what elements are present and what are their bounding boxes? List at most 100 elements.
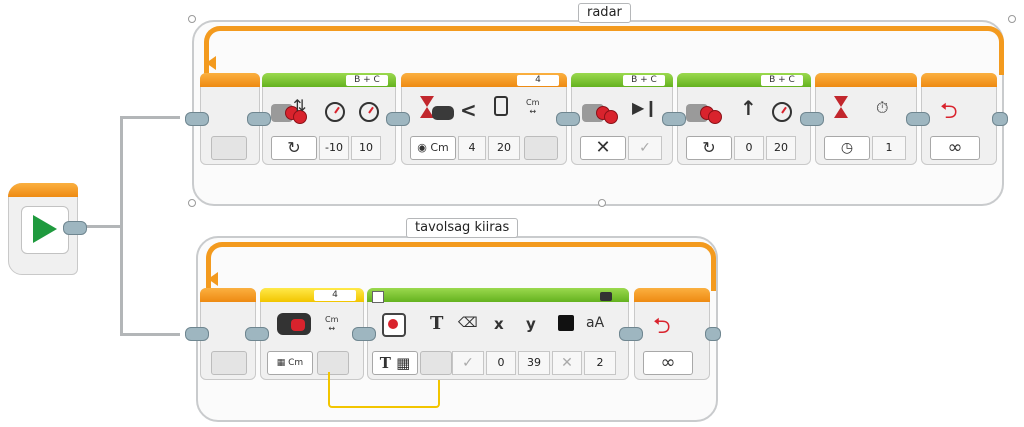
radar-resize-handle-bm[interactable] <box>598 199 606 207</box>
move2-input-plug[interactable] <box>662 112 686 126</box>
move2-header: B + C <box>677 73 811 87</box>
hourglass-icon <box>834 96 848 118</box>
data-wire[interactable] <box>328 372 440 408</box>
display-y-input[interactable]: 39 <box>518 351 550 375</box>
stopwatch-icon: ⏱ <box>876 98 889 117</box>
radar-loop-arrow-icon <box>204 26 1004 75</box>
eraser-icon: ⌫ <box>458 315 478 331</box>
wait-sensor-threshold-input[interactable]: 20 <box>488 136 520 160</box>
display-mode-button[interactable]: T ▦ <box>372 351 418 375</box>
wait-time-block[interactable]: ⏱ ◷ 1 <box>800 73 917 165</box>
move2-mode-button[interactable]: ↻ <box>686 136 732 160</box>
display-header <box>367 288 629 302</box>
less-than-icon: < <box>460 98 477 122</box>
wait-sensor-output-tab <box>524 136 558 160</box>
large-motor-icon <box>582 96 618 124</box>
move1-input-plug[interactable] <box>247 112 271 126</box>
move1-mode-button[interactable]: ↻ <box>271 136 317 160</box>
move-off-header: B + C <box>571 73 673 87</box>
display-font-input[interactable]: 2 <box>584 351 616 375</box>
display-block[interactable]: T ⌫ x y aA T ▦ ✓ 0 39 ✕ 2 <box>352 288 629 380</box>
display-clear-input[interactable]: ✓ <box>452 351 484 375</box>
cm-unit-icon: Cm↔ <box>325 315 339 333</box>
move-steering-block-2[interactable]: B + C ↑ ↻ 0 20 <box>662 73 811 165</box>
radar-resize-handle-bl[interactable] <box>188 199 196 207</box>
move-off-mode-button[interactable]: ✕ <box>580 136 626 160</box>
radar-loop-name[interactable]: radar <box>578 3 631 23</box>
distance-loop-name[interactable]: tavolsag kiiras <box>406 218 519 238</box>
x-coordinate-icon: x <box>494 315 504 333</box>
wait-time-header <box>815 73 917 87</box>
radar-loop-arrowhead-icon <box>206 56 216 70</box>
play-icon[interactable] <box>33 215 57 243</box>
wait-time-input-plug[interactable] <box>800 112 824 126</box>
arrow-up-icon: ↑ <box>740 96 757 120</box>
steering-icon: ⇅ <box>293 96 307 115</box>
distance-loop-arrow-icon <box>206 242 716 291</box>
hourglass-icon <box>420 96 434 118</box>
radar-loop-mode-button[interactable]: ∞ <box>930 136 980 160</box>
cm-unit-icon: Cm↔ <box>526 98 540 116</box>
move1-header: B + C <box>262 73 396 87</box>
display-text-input-tab[interactable] <box>420 351 452 375</box>
distance-loop-output-plug[interactable] <box>705 327 721 341</box>
move-off-input-plug[interactable] <box>556 112 580 126</box>
large-motor-icon <box>271 96 307 124</box>
wait-sensor-port[interactable]: 4 <box>517 75 559 86</box>
ultrasonic-sensor-block[interactable]: 4 Cm↔ ▦ Cm <box>245 288 364 380</box>
wire-to-radar <box>120 116 180 119</box>
radar-loop-start-header <box>200 73 260 87</box>
wait-sensor-header: 4 <box>401 73 567 87</box>
radar-loop-start-tab <box>211 136 247 160</box>
move1-power-input[interactable]: 10 <box>351 136 381 160</box>
wait-sensor-compare-input[interactable]: 4 <box>458 136 486 160</box>
wire-to-distance <box>120 333 180 336</box>
wait-sensor-mode-button[interactable]: ◉ Cm <box>410 136 456 160</box>
move2-ports[interactable]: B + C <box>761 75 803 86</box>
start-output-plug[interactable] <box>63 221 87 235</box>
distance-loop-end-input-plug[interactable] <box>619 327 643 341</box>
wait-time-seconds-input[interactable]: 1 <box>872 136 906 160</box>
radar-loop-end-header <box>921 73 997 87</box>
display-icon <box>372 291 384 303</box>
distance-loop-arrowhead-icon <box>208 272 218 286</box>
ultrasonic-mode-button[interactable]: ▦ Cm <box>267 351 313 375</box>
color-icon <box>558 315 574 331</box>
ultrasonic-eye-icon <box>291 319 305 331</box>
radar-resize-handle-tl[interactable] <box>188 15 196 23</box>
radar-resize-handle-tr[interactable] <box>1008 15 1016 23</box>
move2-power-input[interactable]: 20 <box>766 136 796 160</box>
move-off-brake-input[interactable]: ✓ <box>628 136 662 160</box>
radar-loop-end-input-plug[interactable] <box>906 112 930 126</box>
display-input-plug[interactable] <box>352 327 376 341</box>
move-steering-off-block[interactable]: B + C ▶❙ ✕ ✓ <box>556 73 673 165</box>
radar-loop-output-plug[interactable] <box>992 112 1008 126</box>
distance-loop-mode-button[interactable]: ∞ <box>643 351 693 375</box>
threshold-icon <box>494 96 508 116</box>
wait-time-mode-button[interactable]: ◷ <box>824 136 870 160</box>
distance-input-plug[interactable] <box>185 327 209 341</box>
move2-steering-input[interactable]: 0 <box>734 136 764 160</box>
move1-steering-input[interactable]: -10 <box>319 136 349 160</box>
move-steering-block-1[interactable]: B + C ⇅ ↻ -10 10 <box>247 73 396 165</box>
ultrasonic-port[interactable]: 4 <box>314 290 356 301</box>
move1-ports[interactable]: B + C <box>346 75 388 86</box>
y-coordinate-icon: y <box>526 315 536 333</box>
font-size-icon: aA <box>586 315 605 331</box>
loop-arrow-icon: ⮌ <box>940 99 958 124</box>
ultrasonic-input-plug[interactable] <box>245 327 269 341</box>
start-block[interactable] <box>8 183 87 275</box>
wait-sensor-input-plug[interactable] <box>386 112 410 126</box>
radar-loop-end[interactable]: ⮌ ∞ <box>906 73 1008 165</box>
ultrasonic-header: 4 <box>260 288 364 302</box>
display-x-input[interactable]: 0 <box>486 351 516 375</box>
radar-input-plug[interactable] <box>185 112 209 126</box>
power-gauge-icon <box>359 102 379 122</box>
record-dot-icon <box>388 319 398 329</box>
move-off-ports[interactable]: B + C <box>623 75 665 86</box>
display-color-input[interactable]: ✕ <box>552 351 582 375</box>
distance-loop-end-header <box>634 288 710 302</box>
distance-loop-end[interactable]: ⮌ ∞ <box>619 288 721 380</box>
ultrasonic-output-tab[interactable] <box>317 351 349 375</box>
wait-ultrasonic-block[interactable]: 4 < Cm↔ ◉ Cm 4 20 <box>386 73 567 165</box>
